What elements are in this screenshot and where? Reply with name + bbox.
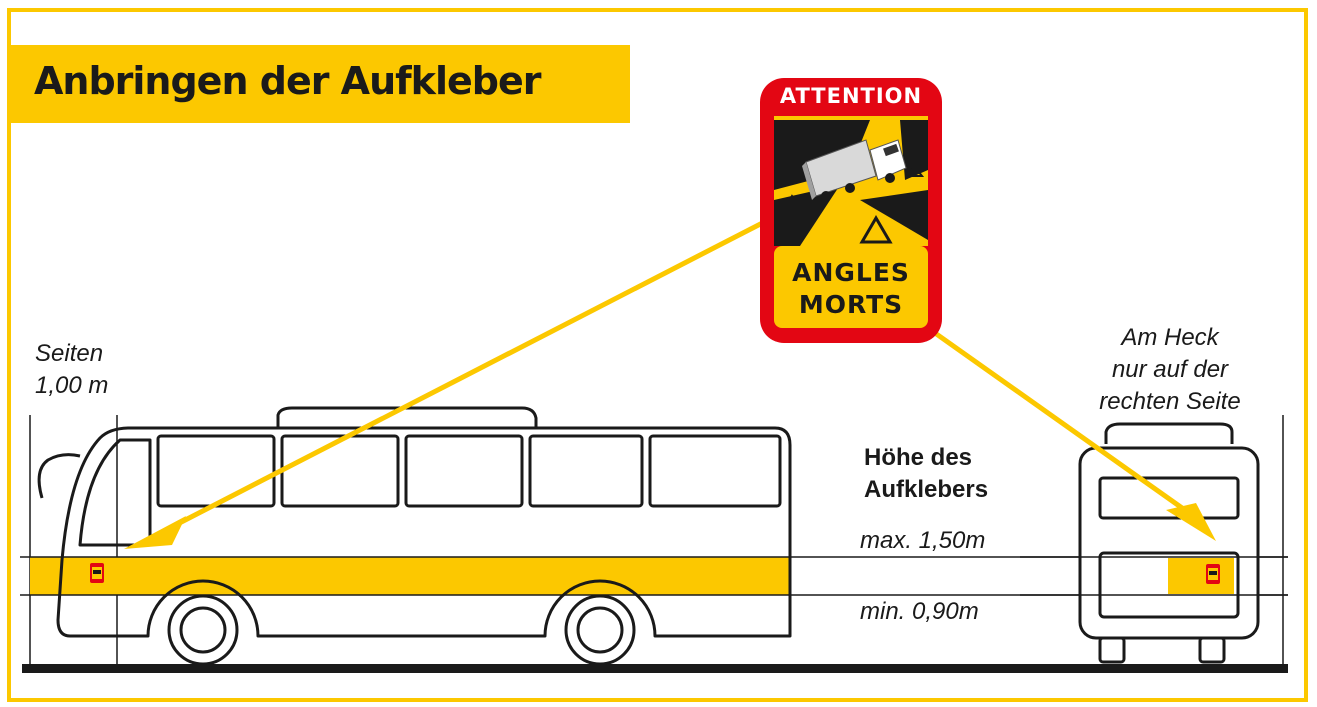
rear-label-line1: Am Heck xyxy=(1121,324,1219,351)
page-title: Anbringen der Aufkleber xyxy=(34,59,541,103)
truck-icon xyxy=(802,139,907,201)
blind-spot-sticker xyxy=(760,78,942,343)
ground-line xyxy=(22,664,1288,673)
arrow-to-side xyxy=(124,215,774,549)
arrow-to-rear xyxy=(933,330,1216,541)
sticker-angles-text: ANGLES xyxy=(792,258,910,287)
max-height-label: max. 1,50m xyxy=(860,527,986,554)
bus-rear-view xyxy=(1078,422,1260,664)
sticker-zone-rear xyxy=(1168,558,1234,594)
outer-frame xyxy=(7,8,1308,702)
rear-label-line2: nur auf der xyxy=(1111,356,1229,383)
sticker-zone-band xyxy=(30,557,790,595)
height-label-line2: Aufklebers xyxy=(864,476,989,503)
rear-label-line3: rechten Seite xyxy=(1099,388,1241,415)
sides-label-line2: 1,00 m xyxy=(35,372,109,399)
sticker-attention-text: ATTENTION xyxy=(779,84,923,108)
sticker-morts-text: MORTS xyxy=(798,290,904,319)
warning-triangle-icon xyxy=(784,130,925,244)
sides-label-line1: Seiten xyxy=(35,340,104,367)
mini-sticker-rear xyxy=(1206,564,1220,584)
mini-sticker-side xyxy=(90,563,104,583)
title-banner xyxy=(10,45,630,123)
min-height-label: min. 0,90m xyxy=(860,598,979,625)
height-label-line1: Höhe des xyxy=(864,444,973,471)
